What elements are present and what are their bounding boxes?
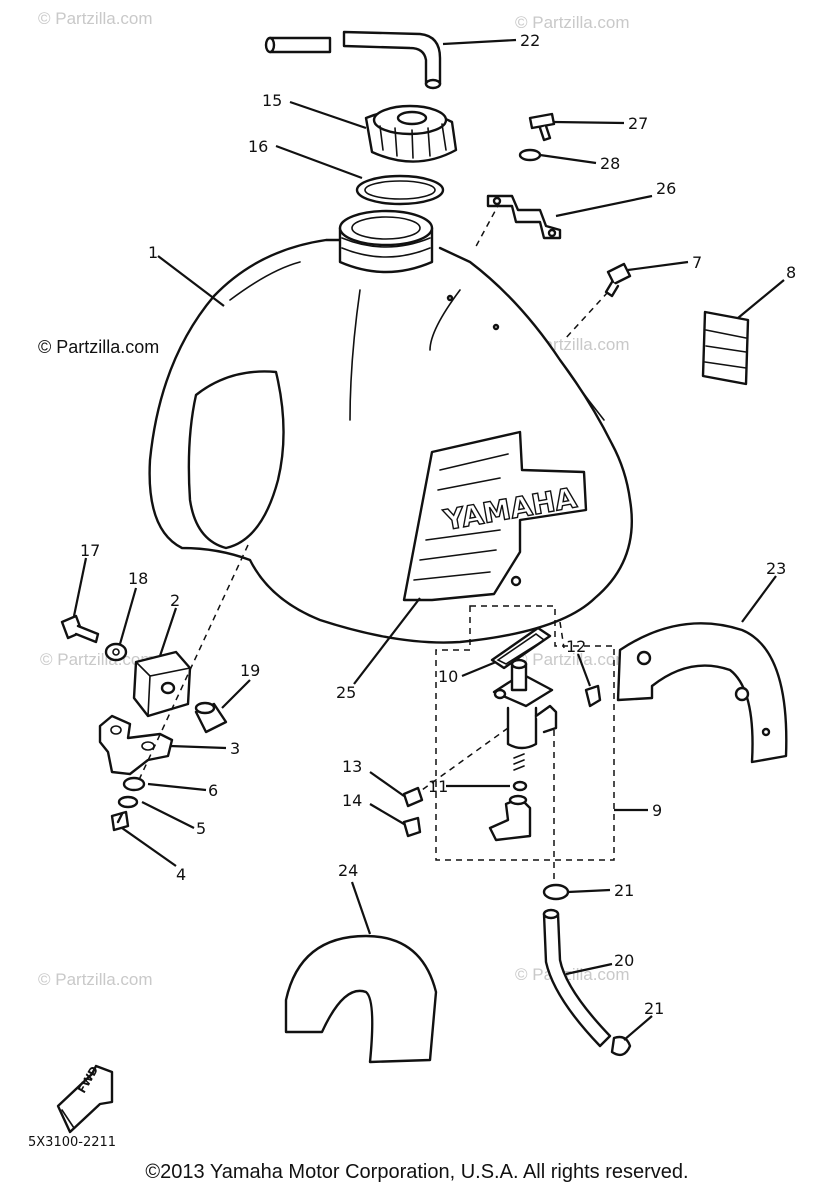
part-1-fuel-tank: YAMAHA xyxy=(148,209,634,644)
callout-24: 24 xyxy=(338,861,358,880)
part-9-fuel-cock-assembly xyxy=(402,605,615,861)
callout-3: 3 xyxy=(230,739,240,758)
part-4-bolt xyxy=(110,810,130,832)
part-19-collar xyxy=(194,701,228,734)
diagram-code: 5X3100-2211 xyxy=(28,1135,116,1150)
callout-2: 2 xyxy=(170,591,180,610)
callout-28: 28 xyxy=(600,154,620,173)
watermark-mid-right-2: © Partzilla.com xyxy=(515,650,630,669)
leader-lines xyxy=(72,38,785,1041)
callout-21-upper: 21 xyxy=(614,881,634,900)
watermark-top-left: © Partzilla.com xyxy=(38,9,153,28)
callout-7: 7 xyxy=(692,253,702,272)
part-20-fuel-hose xyxy=(542,908,612,1048)
callout-15: 15 xyxy=(262,91,282,110)
callout-5: 5 xyxy=(196,819,206,838)
watermark-dark: © Partzilla.com xyxy=(38,337,159,357)
callout-19: 19 xyxy=(240,661,260,680)
fwd-arrow-icon: FWD xyxy=(56,1064,114,1134)
callout-11: 11 xyxy=(428,777,448,796)
copyright-notice: ©2013 Yamaha Motor Corporation, U.S.A. A… xyxy=(145,1161,689,1183)
part-26-bracket xyxy=(486,194,562,240)
callout-4: 4 xyxy=(176,865,186,884)
callout-12: 12 xyxy=(566,637,586,656)
callout-14: 14 xyxy=(342,791,362,810)
callout-16: 16 xyxy=(248,137,268,156)
callout-25: 25 xyxy=(336,683,356,702)
part-17-bolt xyxy=(60,614,100,644)
callout-9: 9 xyxy=(652,801,662,820)
callout-27: 27 xyxy=(628,114,648,133)
callout-22: 22 xyxy=(520,31,540,50)
callout-6: 6 xyxy=(208,781,218,800)
part-5-washer xyxy=(117,795,139,809)
part-7-bolt xyxy=(604,262,632,298)
part-21-clip-lower xyxy=(610,1035,632,1057)
watermark-top-right: © Partzilla.com xyxy=(515,13,630,32)
part-8-damper xyxy=(701,310,750,386)
part-2-damper-block xyxy=(132,650,192,718)
part-21-clip-upper xyxy=(542,883,570,901)
callout-20: 20 xyxy=(614,951,634,970)
callout-1: 1 xyxy=(148,243,158,262)
part-27-bolt xyxy=(528,112,556,142)
part-22-breather-hose xyxy=(264,30,442,90)
callout-8: 8 xyxy=(786,263,796,282)
callout-18: 18 xyxy=(128,569,148,588)
callout-13: 13 xyxy=(342,757,362,776)
part-23-heat-protector xyxy=(616,622,788,764)
watermark-bottom-left: © Partzilla.com xyxy=(38,970,153,989)
callout-10: 10 xyxy=(438,667,458,686)
part-24-protector xyxy=(284,934,438,1064)
part-6-collar xyxy=(122,776,146,792)
part-15-fuel-cap xyxy=(364,104,458,163)
callout-numbers: 22 15 16 27 28 26 7 8 1 17 18 2 19 3 6 5… xyxy=(80,31,796,1018)
part-18-washer xyxy=(104,642,128,662)
callout-26: 26 xyxy=(656,179,676,198)
part-28-washer xyxy=(518,148,542,162)
callout-21-lower: 21 xyxy=(644,999,664,1018)
callout-17: 17 xyxy=(80,541,100,560)
watermark-bottom-right: © Partzilla.com xyxy=(515,965,630,984)
part-3-bracket xyxy=(98,714,174,776)
callout-23: 23 xyxy=(766,559,786,578)
part-16-cap-gasket xyxy=(355,174,445,206)
